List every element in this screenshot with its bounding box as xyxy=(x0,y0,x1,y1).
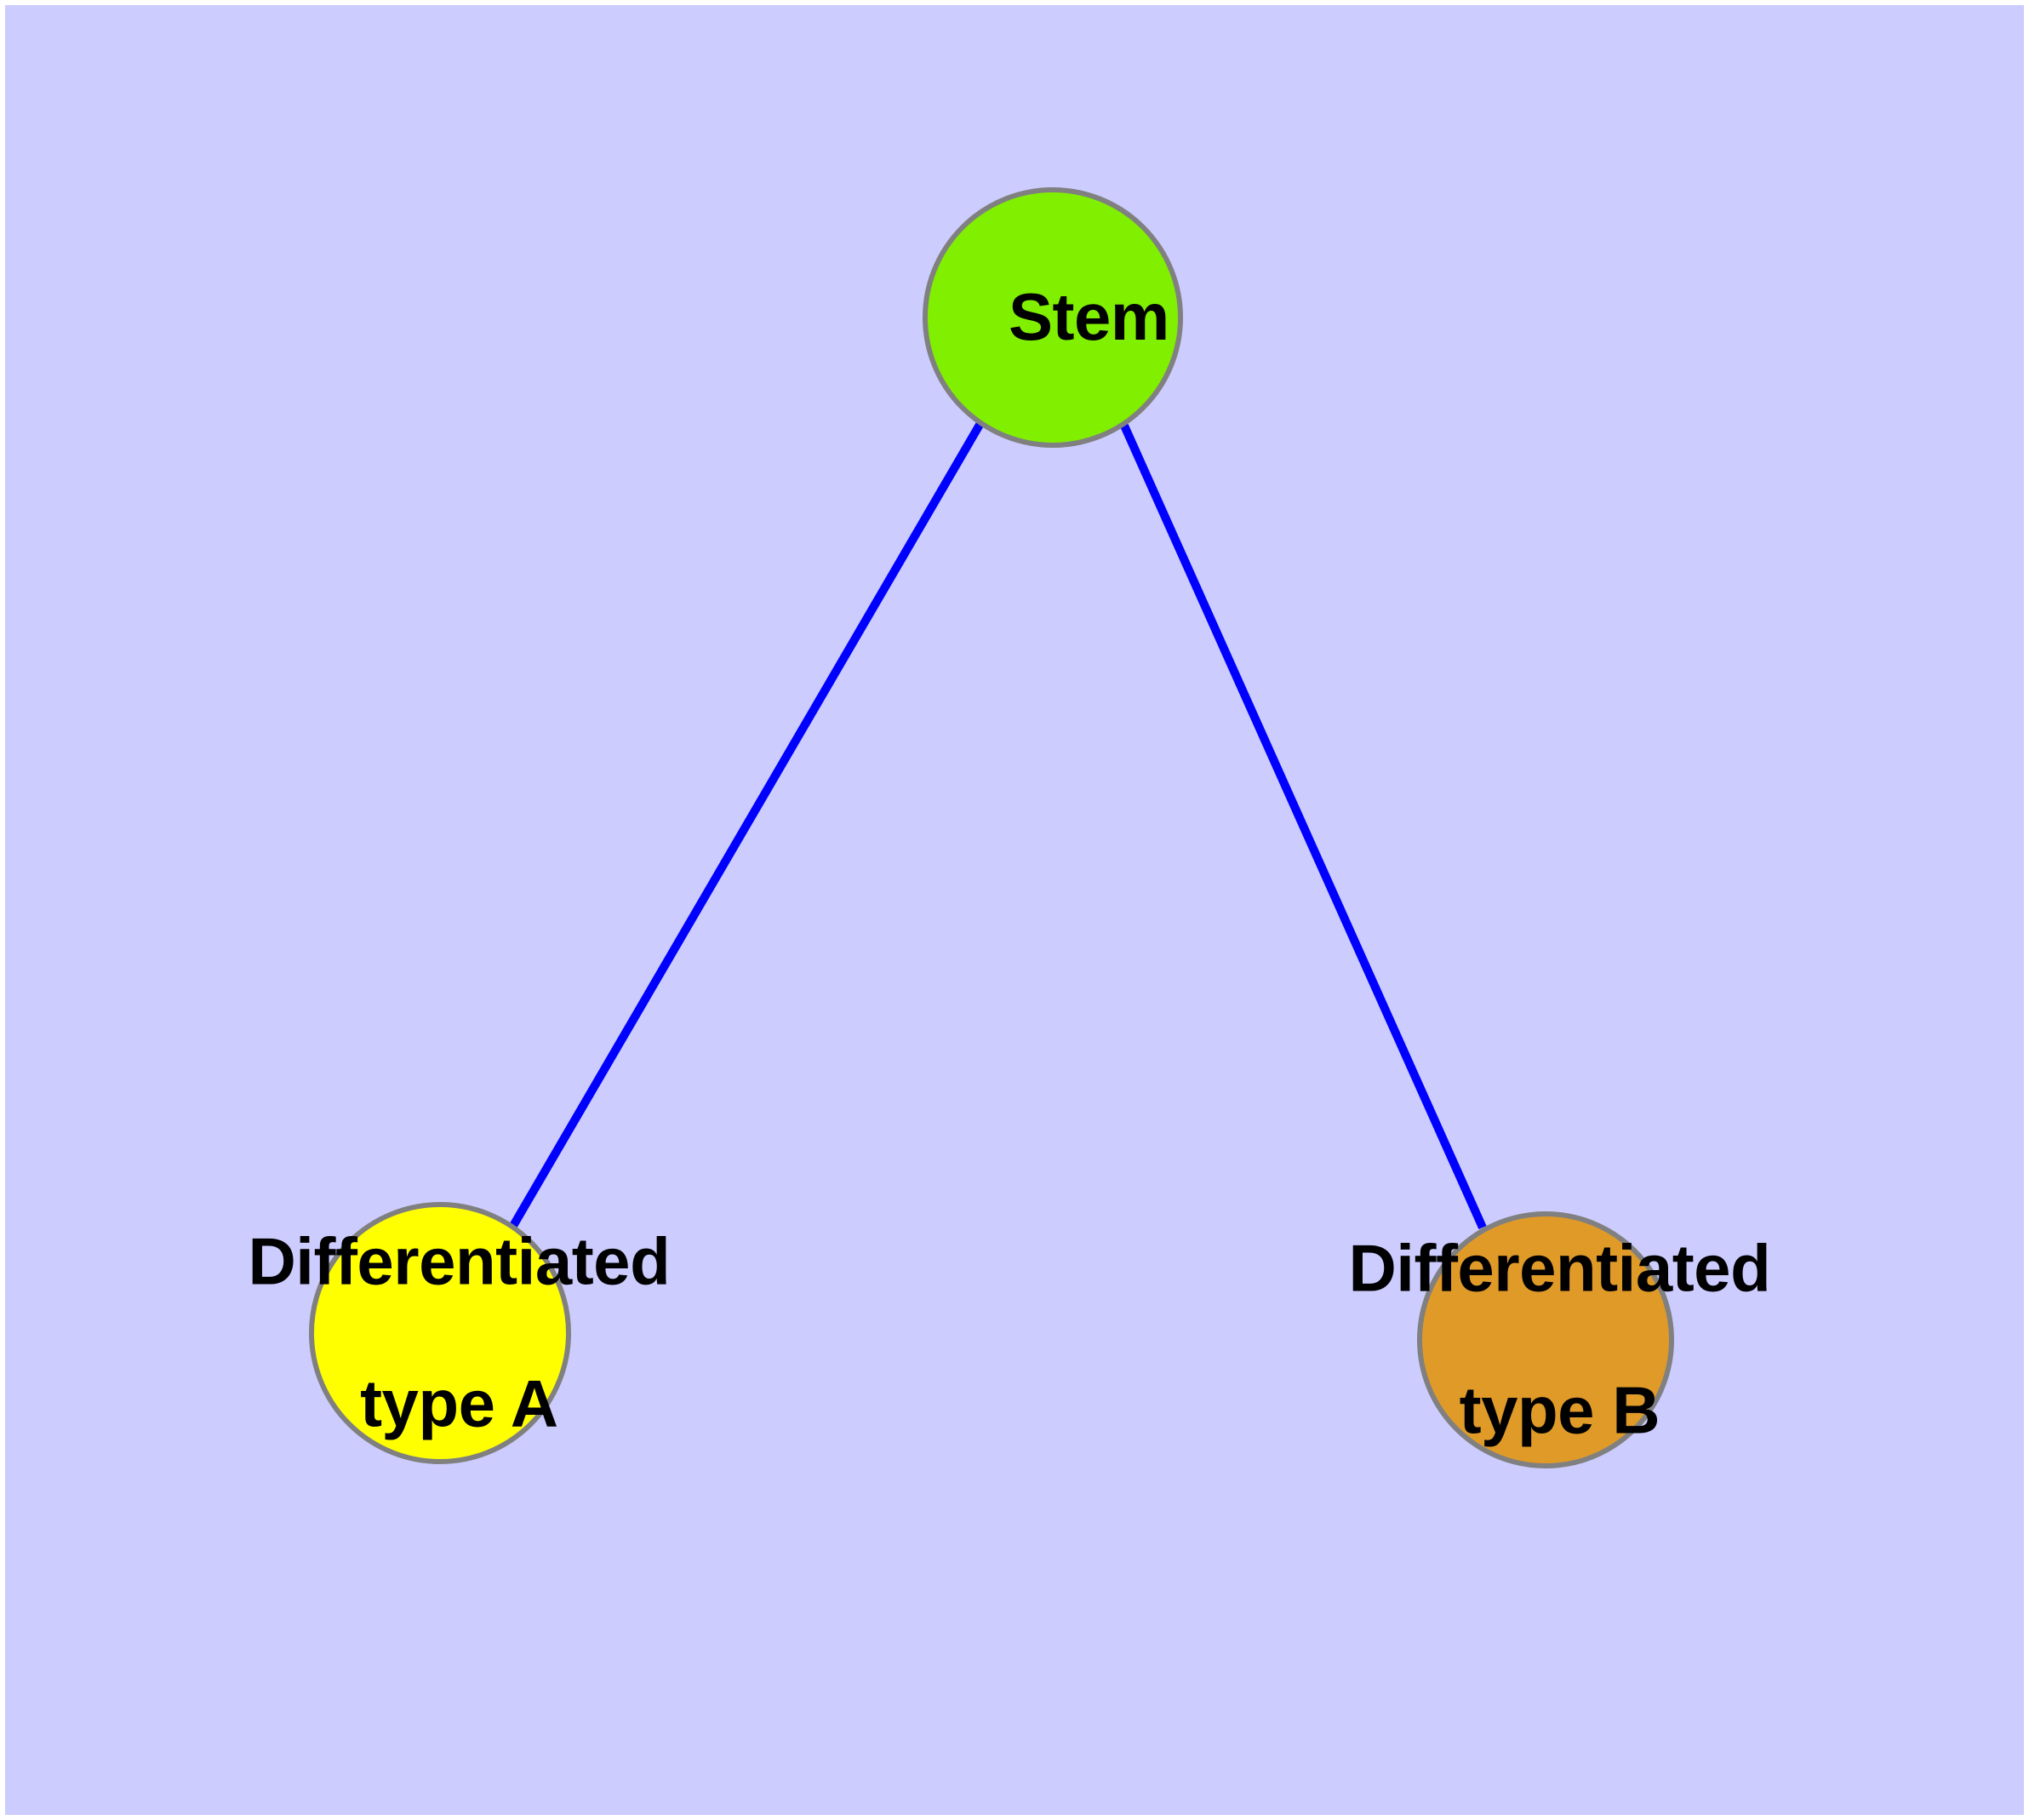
node-differentiated-type-a[interactable] xyxy=(309,1202,571,1464)
node-differentiated-type-b[interactable] xyxy=(1417,1211,1674,1468)
edge-layer xyxy=(509,422,1487,1230)
node-layer xyxy=(309,187,1674,1468)
edge-stem-to-differentiated-type-b xyxy=(1120,423,1487,1230)
node-stem[interactable] xyxy=(923,187,1183,448)
edge-stem-to-differentiated-type-a xyxy=(509,422,984,1228)
